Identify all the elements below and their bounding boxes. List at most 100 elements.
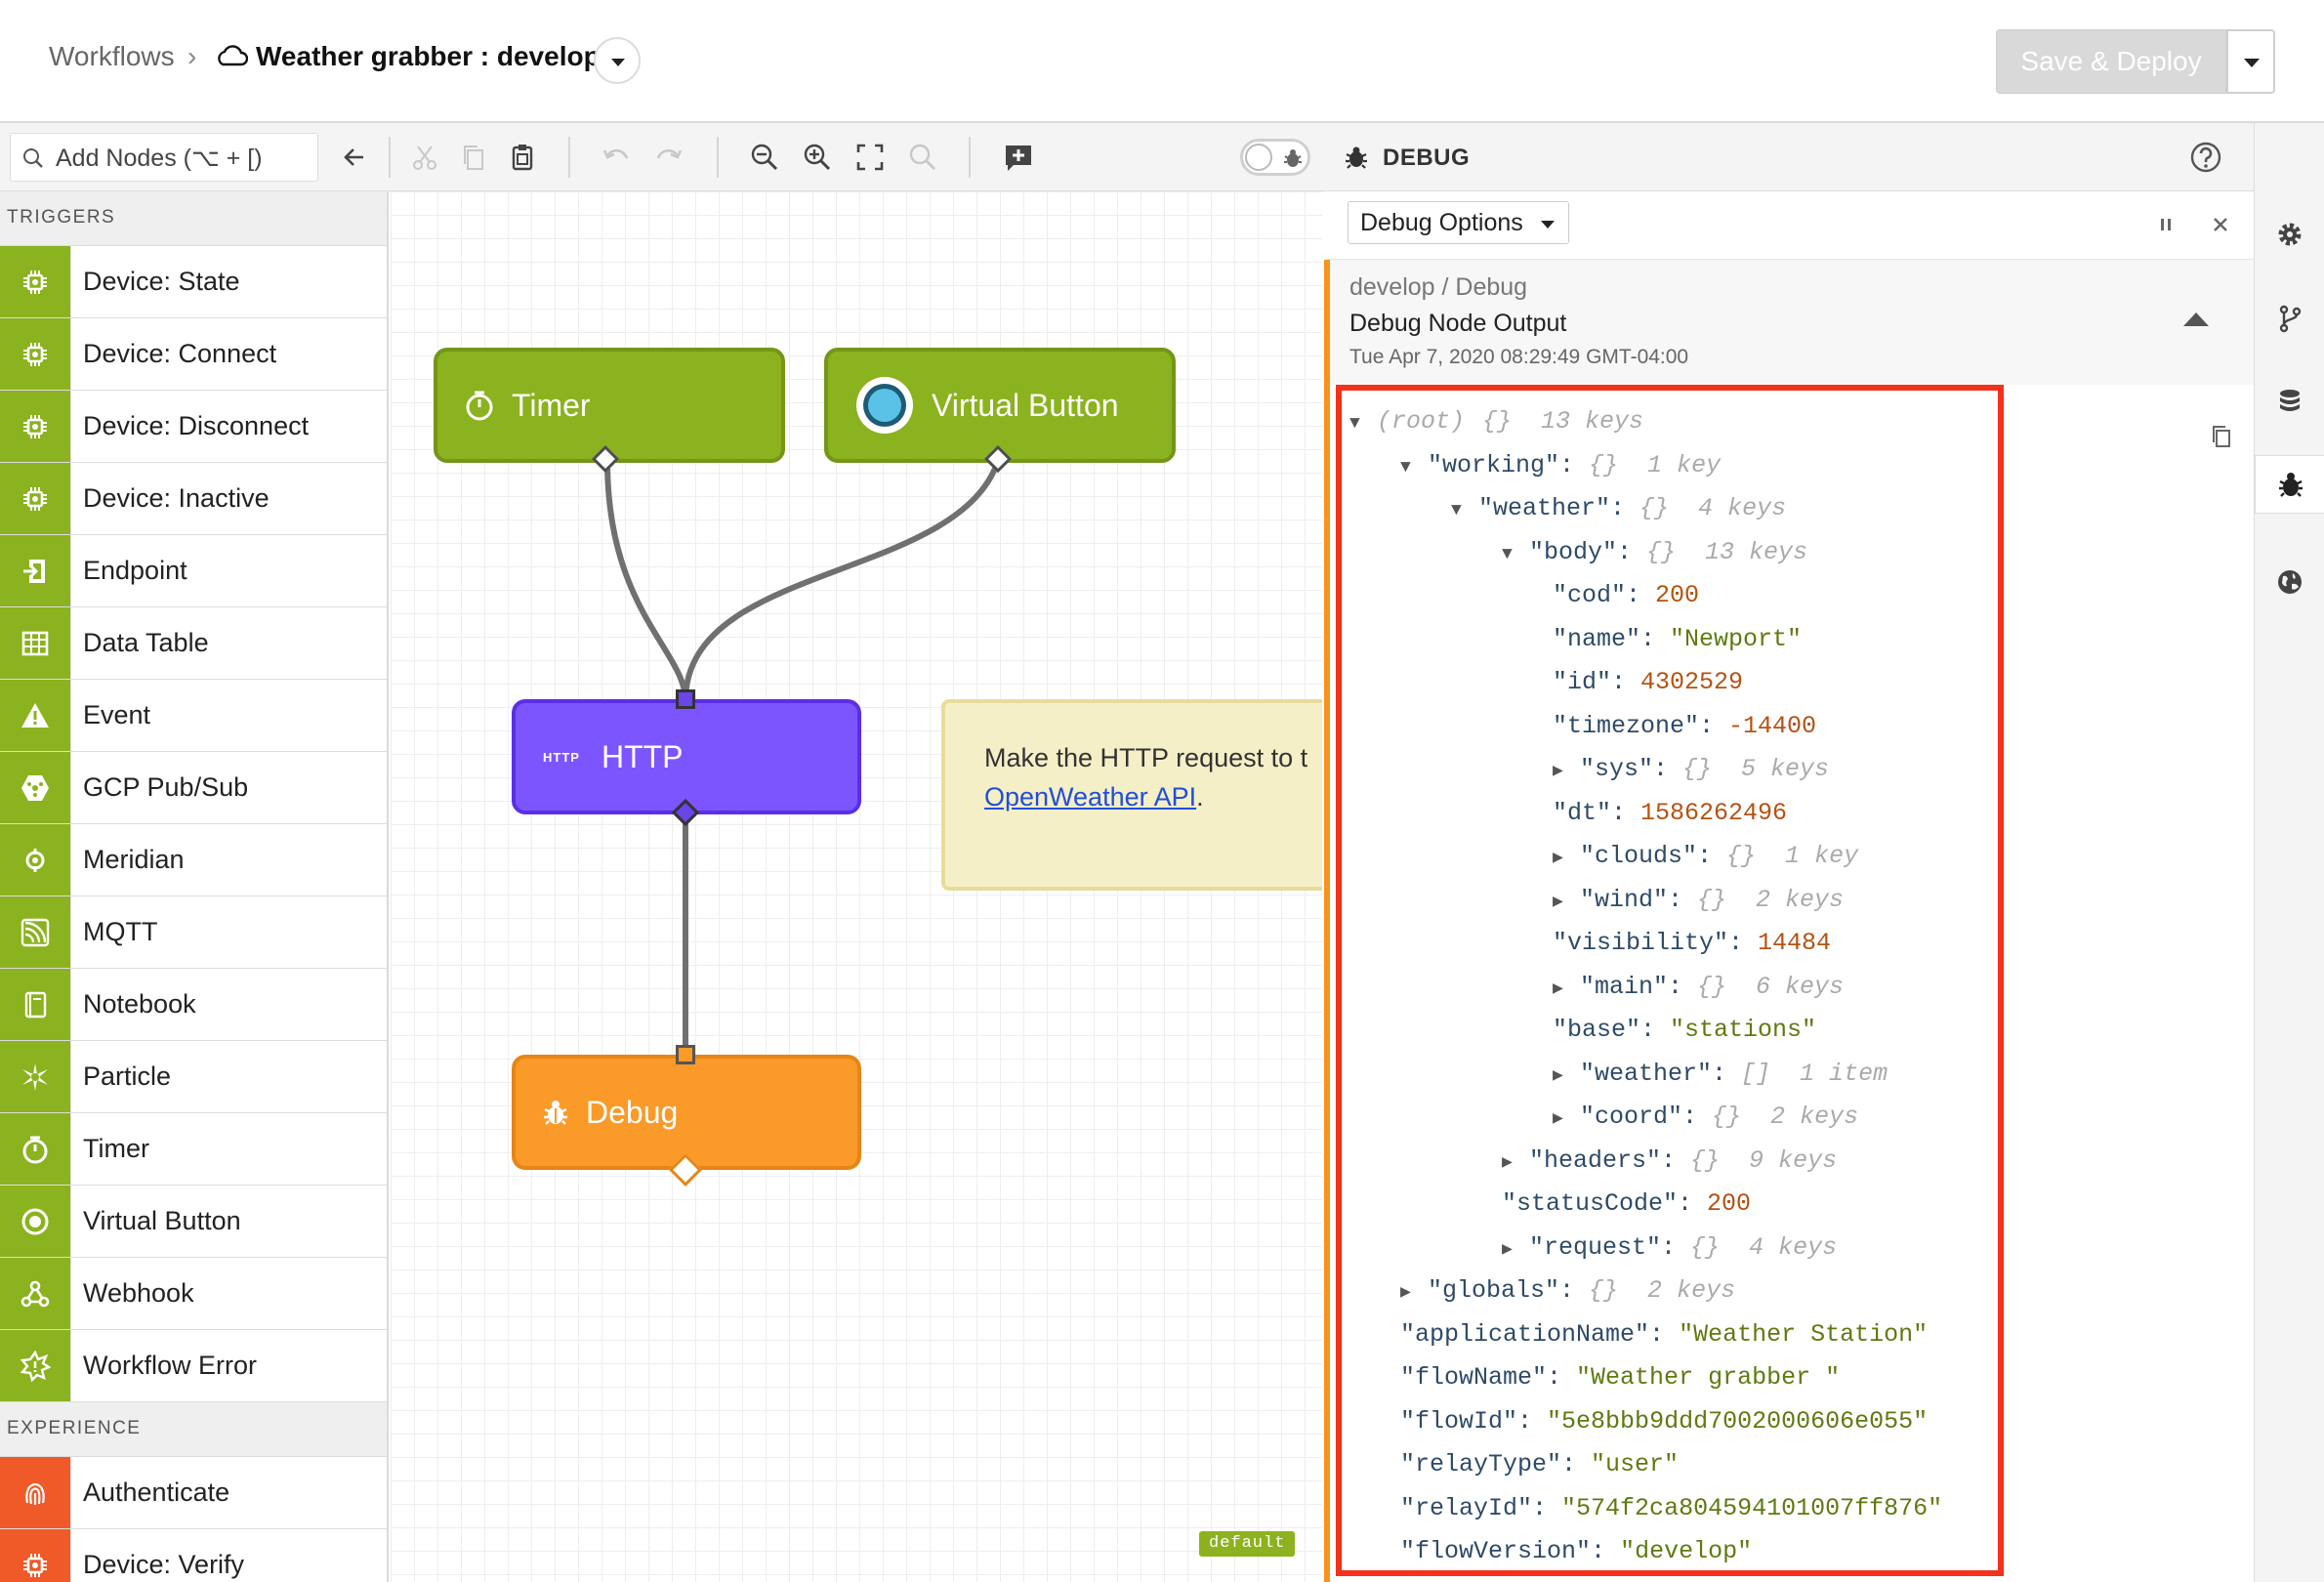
zoom-reset-icon[interactable] <box>906 141 939 174</box>
json-tree-node[interactable]: ▼"working": {} 1 key <box>1400 444 1721 487</box>
close-icon[interactable] <box>2209 213 2232 236</box>
comment-node[interactable]: Make the HTTP request to t OpenWeather A… <box>941 699 1322 891</box>
storage-tab[interactable] <box>2255 373 2324 432</box>
redo-icon[interactable] <box>652 141 685 174</box>
settings-tab[interactable] <box>2255 205 2324 264</box>
palette-item[interactable]: Device: State <box>0 246 387 318</box>
palette-item[interactable]: Timer <box>0 1113 387 1186</box>
json-value: "user" <box>1591 1450 1680 1478</box>
json-colon: : <box>1649 1319 1680 1349</box>
zoom-in-icon[interactable] <box>801 141 834 174</box>
paste-icon[interactable] <box>506 141 539 174</box>
palette-item[interactable]: Device: Inactive <box>0 463 387 535</box>
deploy-options-dropdown[interactable] <box>2226 29 2275 94</box>
add-nodes-input[interactable] <box>56 142 310 175</box>
json-tree-node[interactable]: ▶"weather": [] 1 item <box>1553 1053 1888 1096</box>
json-tree-leaf: "flowName": "Weather grabber " <box>1400 1356 1840 1399</box>
json-colon: : <box>1678 1189 1708 1218</box>
timer-node[interactable]: Timer <box>434 348 785 463</box>
toggle-knob <box>1245 144 1272 171</box>
workflow-canvas[interactable]: Timer Virtual Button HTTP HTTP Debug Mak… <box>391 191 1322 1582</box>
palette-item[interactable]: Data Table <box>0 607 387 680</box>
copy-icon[interactable] <box>457 141 490 174</box>
chip-icon <box>0 246 70 317</box>
palette-item[interactable]: Device: Verify <box>0 1529 387 1582</box>
json-tree-node[interactable]: ▼(root){} 13 keys <box>1349 400 1643 443</box>
copy-json-icon[interactable] <box>2209 424 2234 449</box>
palette-item-label: Workflow Error <box>70 1330 257 1401</box>
palette-item[interactable]: Webhook <box>0 1258 387 1330</box>
json-tree-node[interactable]: ▶"globals": {} 2 keys <box>1400 1270 1735 1312</box>
debug-panel-header: DEBUG <box>1324 123 2254 191</box>
versions-tab[interactable] <box>2255 289 2324 348</box>
json-tree-node[interactable]: ▶"wind": {} 2 keys <box>1553 879 1844 922</box>
gear-icon <box>2278 223 2302 246</box>
json-tree-node[interactable]: ▶"coord": {} 2 keys <box>1553 1096 1858 1139</box>
json-colon: : <box>1728 929 1759 957</box>
http-node[interactable]: HTTP HTTP <box>512 699 861 814</box>
comment-suffix: . <box>1196 782 1204 812</box>
globals-tab[interactable] <box>2255 553 2324 611</box>
virtual-button-node[interactable]: Virtual Button <box>824 348 1176 463</box>
palette-item[interactable]: Authenticate <box>0 1457 387 1529</box>
palette-item[interactable]: MQTT <box>0 896 387 969</box>
palette-item[interactable]: GCP Pub/Sub <box>0 752 387 824</box>
add-comment-icon[interactable] <box>1002 141 1035 174</box>
json-colon: : <box>1682 1103 1713 1131</box>
cut-icon[interactable] <box>408 141 441 174</box>
json-key: "timezone" <box>1553 711 1700 740</box>
json-tree-leaf: "base": "stations" <box>1553 1009 1816 1052</box>
palette-item[interactable]: Device: Disconnect <box>0 391 387 463</box>
json-tree-node[interactable]: ▶"headers": {} 9 keys <box>1502 1140 1837 1183</box>
json-colon: : <box>1611 798 1641 827</box>
json-colon: : <box>1699 711 1729 740</box>
palette-item[interactable]: Workflow Error <box>0 1330 387 1402</box>
fit-view-icon[interactable] <box>853 141 887 174</box>
debug-input-port[interactable] <box>676 1045 695 1064</box>
json-tree-node[interactable]: ▶"main": {} 6 keys <box>1553 966 1844 1009</box>
palette-item[interactable]: Virtual Button <box>0 1186 387 1258</box>
palette-item[interactable]: Notebook <box>0 969 387 1041</box>
json-tree-node[interactable]: ▶"sys": {} 5 keys <box>1553 748 1829 791</box>
json-tree-node[interactable]: ▼"weather": {} 4 keys <box>1451 487 1786 530</box>
flow-version-dropdown[interactable] <box>594 37 641 84</box>
bug-icon <box>1284 149 1302 167</box>
json-tree-node[interactable]: ▶"request": {} 4 keys <box>1502 1227 1837 1270</box>
json-tree-node[interactable]: ▼"body": {} 13 keys <box>1502 531 1807 574</box>
json-value: "574f2ca804594101007ff876" <box>1561 1493 1943 1522</box>
zoom-out-icon[interactable] <box>748 141 781 174</box>
collapse-caret-icon[interactable] <box>2181 309 2211 328</box>
save-deploy-button[interactable]: Save & Deploy <box>1996 29 2226 94</box>
palette-item[interactable]: Device: Connect <box>0 318 387 391</box>
json-colon: : <box>1591 1537 1621 1565</box>
json-toggle-icon: ▼ <box>1451 501 1462 520</box>
breadcrumb-workflows-link[interactable]: Workflows <box>49 41 175 71</box>
debug-node[interactable]: Debug <box>512 1055 861 1170</box>
back-arrow-icon[interactable] <box>338 141 371 174</box>
debug-message-path: develop / Debug <box>1349 273 1528 301</box>
debug-mode-toggle[interactable] <box>1240 139 1310 176</box>
json-output-tree[interactable]: ▼(root){} 13 keys▼"working": {} 1 key▼"w… <box>1336 385 2004 1576</box>
palette-item[interactable]: Endpoint <box>0 535 387 607</box>
debug-message: develop / Debug Debug Node Output Tue Ap… <box>1324 260 2254 1582</box>
json-meta: {} 9 keys <box>1690 1145 1838 1175</box>
debug-options-dropdown[interactable]: Debug Options <box>1348 201 1569 244</box>
openweather-api-link[interactable]: OpenWeather API <box>984 782 1197 812</box>
palette-item[interactable]: Meridian <box>0 824 387 896</box>
pause-icon[interactable] <box>2154 213 2178 236</box>
node-wires <box>604 460 1001 1053</box>
json-meta: {} 13 keys <box>1646 537 1808 566</box>
json-key: "body" <box>1529 537 1618 566</box>
palette-item[interactable]: Particle <box>0 1041 387 1113</box>
undo-icon[interactable] <box>600 141 633 174</box>
json-toggle-icon: ▼ <box>1502 544 1513 564</box>
http-input-port[interactable] <box>676 689 695 709</box>
help-icon[interactable] <box>2189 141 2222 174</box>
json-key: "wind" <box>1580 885 1669 914</box>
palette-item-label: Timer <box>70 1113 149 1185</box>
json-value: 4302529 <box>1640 668 1744 696</box>
table-icon <box>0 607 70 679</box>
debug-tab[interactable] <box>2255 455 2324 514</box>
json-tree-node[interactable]: ▶"clouds": {} 1 key <box>1553 835 1858 878</box>
palette-item[interactable]: Event <box>0 680 387 752</box>
